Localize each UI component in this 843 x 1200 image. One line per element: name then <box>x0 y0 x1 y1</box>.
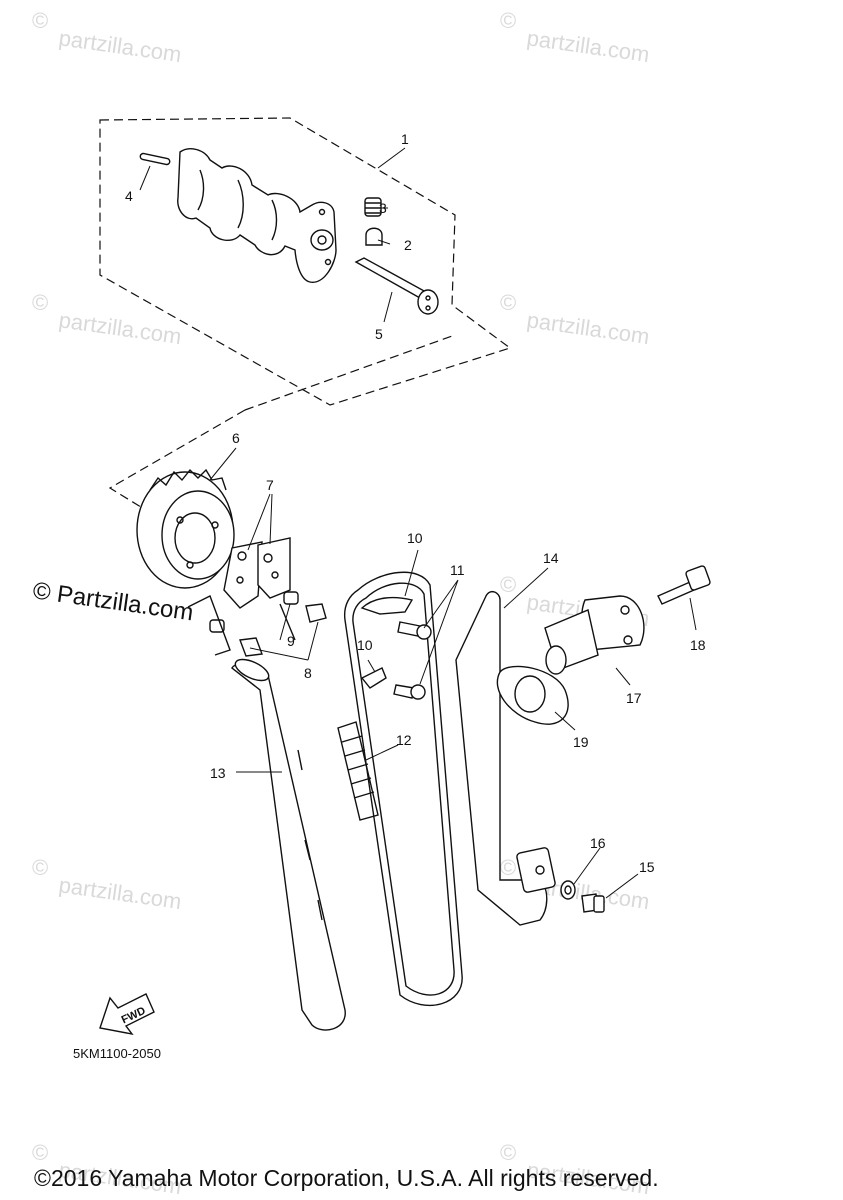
watermark-symbol: © <box>500 8 516 33</box>
watermark-symbol: © <box>32 8 48 33</box>
watermark: partzilla.com <box>57 25 183 67</box>
part-shaft <box>354 257 439 315</box>
callout-8: 8 <box>304 665 312 681</box>
callout-13: 13 <box>210 765 226 781</box>
part-decomp-plates <box>223 537 291 609</box>
callout-1: 1 <box>401 131 409 147</box>
callout-9: 9 <box>287 633 295 649</box>
part-cam-chain <box>343 571 463 1007</box>
part-tensioner-guide <box>455 590 556 926</box>
callout-19: 19 <box>573 734 589 750</box>
watermark: partzilla.com <box>525 25 651 67</box>
part-washer-bolt <box>560 880 605 913</box>
part-bolts <box>239 603 327 657</box>
part-tensioner <box>544 595 645 675</box>
part-plunger <box>365 227 383 246</box>
callout-2: 2 <box>404 237 412 253</box>
watermark-symbol: © <box>500 290 516 315</box>
part-chain-links <box>337 721 379 821</box>
callout-18: 18 <box>690 637 706 653</box>
part-tensioner-bolt <box>657 565 711 605</box>
watermark-symbol: © <box>500 572 516 597</box>
watermark: partzilla.com <box>57 307 183 349</box>
callout-10b: 10 <box>357 637 373 653</box>
callout-17: 17 <box>626 690 642 706</box>
part-chain-guide-13 <box>231 658 346 1031</box>
part-guide-small <box>360 596 414 689</box>
part-spring <box>364 197 382 217</box>
watermark-symbol: © <box>32 1140 48 1165</box>
watermark-symbol: © <box>500 855 516 880</box>
fwd-arrow-icon: FWD <box>99 993 155 1036</box>
callout-16: 16 <box>590 835 606 851</box>
callout-4: 4 <box>125 188 133 204</box>
part-small-springs <box>187 591 299 656</box>
callouts: 1 3 2 4 5 6 7 9 8 10 10 11 12 13 14 15 1… <box>125 131 706 875</box>
part-camshaft <box>177 148 337 283</box>
watermark-symbol: © <box>500 1140 516 1165</box>
callout-7: 7 <box>266 477 274 493</box>
watermark-symbol: © <box>32 855 48 880</box>
watermark: partzilla.com <box>525 307 651 349</box>
callout-11: 11 <box>450 562 465 578</box>
part-guide-bolts <box>393 621 432 700</box>
copyright-notice: ©2016 Yamaha Motor Corporation, U.S.A. A… <box>34 1165 659 1191</box>
part-cam-sprocket <box>136 468 235 589</box>
callout-15: 15 <box>639 859 655 875</box>
callout-10a: 10 <box>407 530 423 546</box>
watermark: partzilla.com <box>57 872 183 914</box>
callout-12: 12 <box>396 732 412 748</box>
part-dowel-pin <box>139 152 171 166</box>
assembly-boundary <box>99 117 512 406</box>
part-gasket <box>496 665 569 725</box>
diagram-code: 5KM1100-2050 <box>73 1046 161 1061</box>
callout-5: 5 <box>375 326 383 342</box>
callout-3: 3 <box>379 200 387 216</box>
callout-14: 14 <box>543 550 559 566</box>
leader-lines <box>139 147 697 899</box>
watermark-symbol: © <box>32 290 48 315</box>
callout-6: 6 <box>232 430 240 446</box>
